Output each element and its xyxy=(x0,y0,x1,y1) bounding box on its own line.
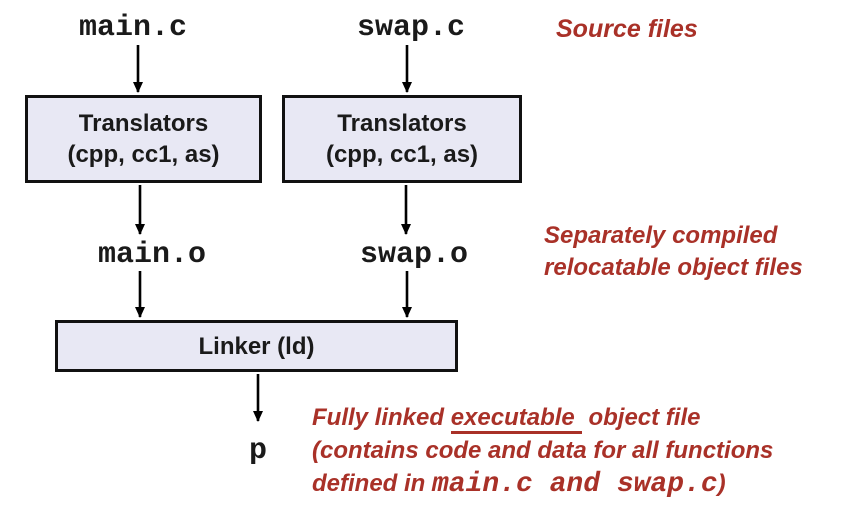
object-file-main-o: main.o xyxy=(97,238,207,272)
translator-box-main-title: Translators xyxy=(78,110,209,137)
translator-box-main-subtitle: (cpp, cc1, as) xyxy=(67,141,220,168)
annotation-executable-line3-post: ) xyxy=(717,470,726,497)
annotation-executable-line3-pre: defined in xyxy=(312,470,432,497)
translator-box-swap: Translators (cpp, cc1, as) xyxy=(282,95,522,183)
annotation-executable-object-file: Fully linked executable object file (con… xyxy=(312,401,773,501)
annotation-executable-line2: (contains code and data for all function… xyxy=(312,437,774,464)
annotation-relocatable-line2: relocatable object files xyxy=(544,254,803,281)
annotation-executable-line1: Fully linked executable object file xyxy=(312,401,773,434)
linker-box-label: Linker (ld) xyxy=(198,332,315,360)
translator-box-swap-subtitle: (cpp, cc1, as) xyxy=(325,141,479,168)
annotation-relocatable-object-files: Separately compiled relocatable object f… xyxy=(544,220,803,284)
annotation-executable-line1-post: object file xyxy=(581,404,701,431)
translator-box-main: Translators (cpp, cc1, as) xyxy=(25,95,262,183)
linker-box: Linker (ld) xyxy=(55,320,458,372)
object-file-swap-o: swap.o xyxy=(359,238,469,272)
program-label-p: p xyxy=(248,434,268,468)
translator-box-swap-title: Translators xyxy=(337,110,467,137)
source-file-swap-c: swap.c xyxy=(356,11,466,45)
annotation-executable-line3: defined in main.c and swap.c) xyxy=(312,467,773,501)
annotation-executable-underlined-word: executable xyxy=(450,404,582,434)
annotation-source-files: Source files xyxy=(556,15,698,43)
source-file-main-c: main.c xyxy=(78,11,188,45)
annotation-relocatable-line1: Separately compiled xyxy=(544,222,778,249)
annotation-executable-line3-code: main.c and swap.c xyxy=(432,469,718,500)
annotation-executable-line1-pre: Fully linked xyxy=(312,404,451,431)
